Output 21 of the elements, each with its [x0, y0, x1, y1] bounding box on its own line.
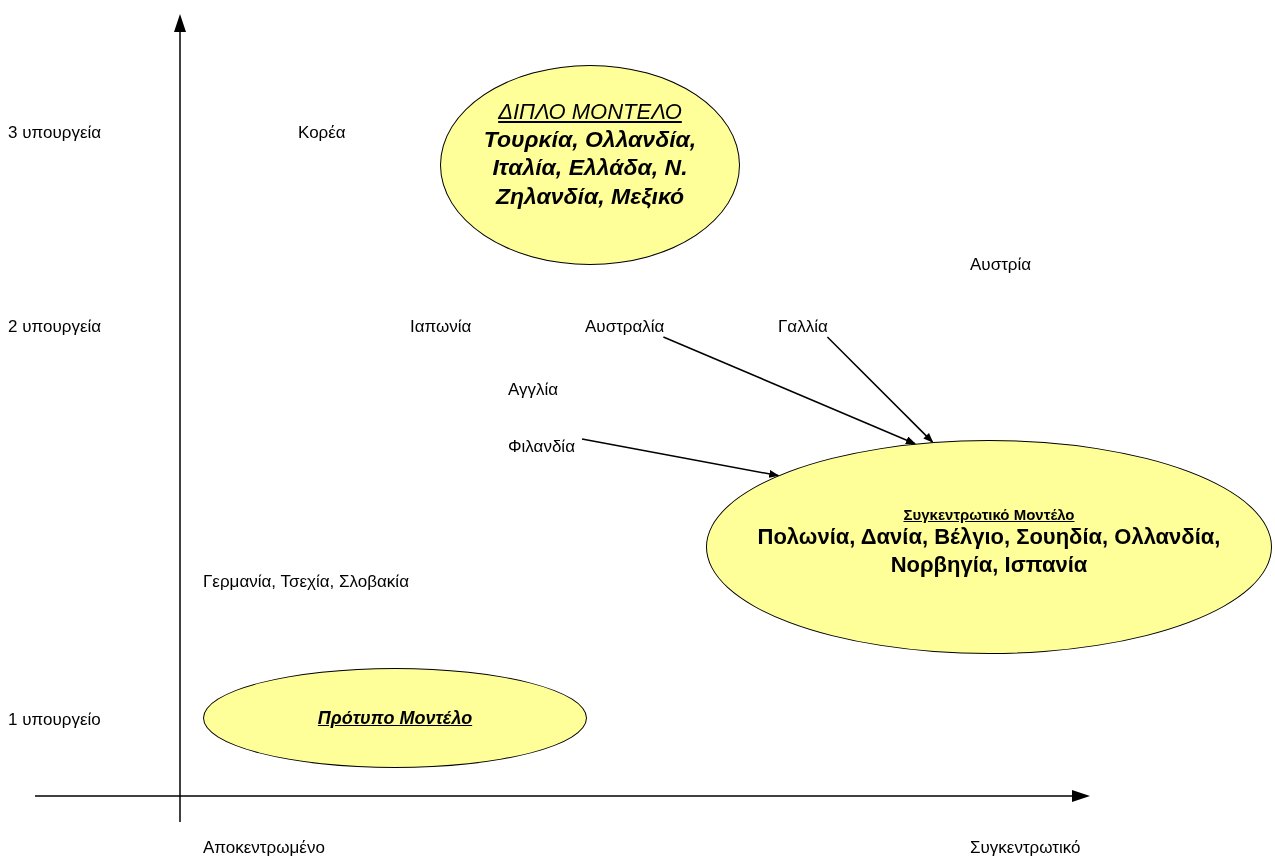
- axis-or-country-label: Αγγλία: [508, 380, 559, 400]
- axis-or-country-label: Κορέα: [298, 123, 346, 143]
- axis-or-country-label: 1 υπουργείο: [8, 710, 101, 730]
- country-list: Πολωνία, Δανία, Βέλγιο, Σουηδία, Ολλανδία, Νορβηγία, Ισπανία: [747, 523, 1231, 579]
- model-title: ΔΙΠΛΟ ΜΟΝΤΕΛΟ: [498, 99, 682, 125]
- country-label: Αυστραλία: [585, 317, 665, 337]
- country-list: Τουρκία, Ολλανδία, Ιταλία, Ελλάδα, Ν. Ζηλανδία, Μεξικό: [481, 124, 699, 211]
- arrow: [662, 336, 916, 445]
- axis-or-country-label: 3 υπουργεία: [8, 123, 102, 143]
- model-title: Πρότυπο Μοντέλο: [317, 707, 473, 729]
- axis-or-country-label: 2 υπουργεία: [8, 317, 102, 337]
- model-title: Συγκεντρωτικό Μοντέλο: [903, 505, 1075, 524]
- country-label: Φιλανδία: [508, 437, 575, 457]
- axis-or-country-label: Συγκεντρωτικό: [970, 838, 1081, 858]
- arrow: [826, 336, 934, 443]
- axis-or-country-label: Αποκεντρωμένο: [203, 838, 325, 858]
- arrow: [581, 438, 780, 478]
- axis-or-country-label: Αυστρία: [970, 255, 1032, 275]
- country-label: Γαλλία: [778, 317, 828, 337]
- axis-or-country-label: Ιαπωνία: [410, 317, 472, 337]
- axis-or-country-label: Γερμανία, Τσεχία, Σλοβακία: [203, 572, 409, 592]
